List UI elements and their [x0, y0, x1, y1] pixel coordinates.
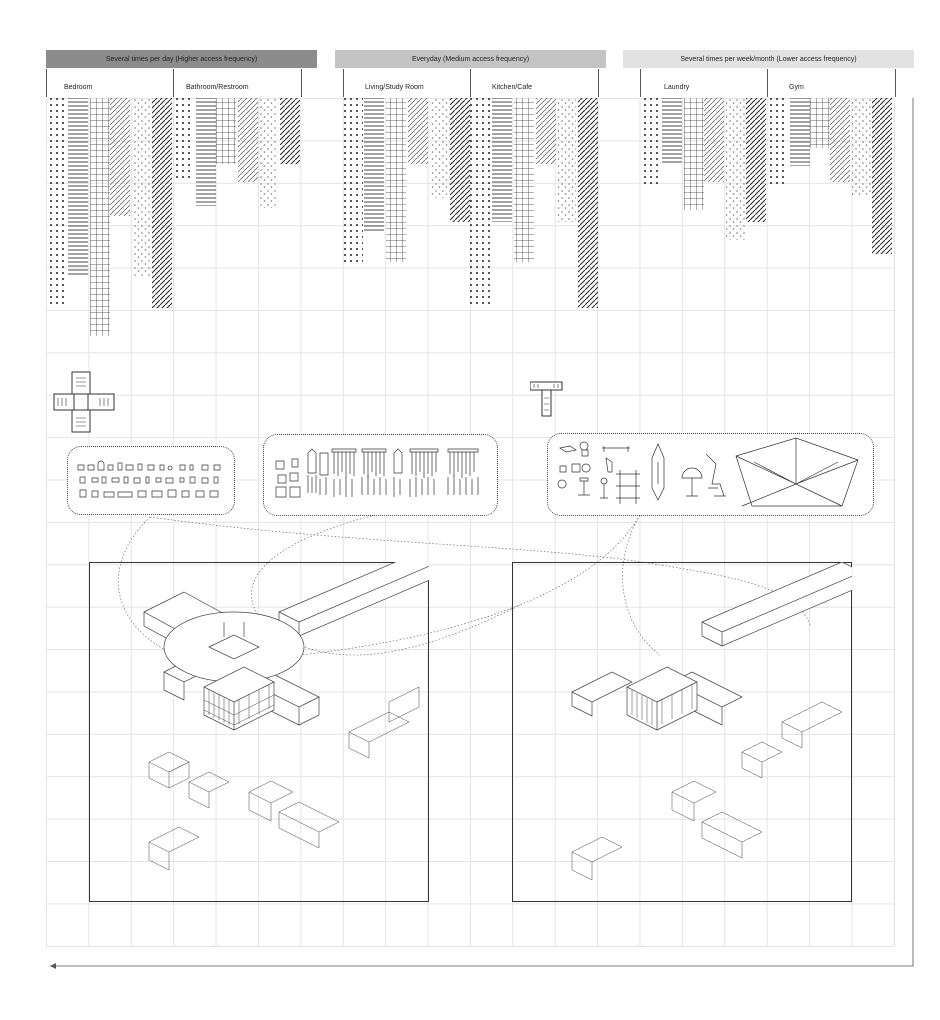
storage-bar	[196, 98, 216, 206]
plan-cross-icon	[53, 371, 115, 433]
storage-bar	[216, 98, 236, 164]
freq-header-high: Several times per day (Higher access fre…	[46, 50, 317, 68]
storage-bar	[280, 98, 300, 164]
storage-bar	[536, 98, 556, 164]
freq-header-medium: Everyday (Medium access frequency)	[335, 50, 606, 68]
room-label-living: Living/Study Room	[365, 84, 424, 91]
storage-bar	[132, 98, 152, 276]
storage-bar	[46, 98, 66, 308]
room-box-low	[640, 69, 896, 97]
storage-bar	[343, 98, 363, 262]
room-label-bathroom: Bathroom/Restroom	[186, 84, 249, 91]
storage-bar	[640, 98, 660, 184]
storage-bar	[364, 98, 384, 232]
room-label-gym: Gym	[789, 84, 804, 91]
storage-bar	[704, 98, 724, 182]
storage-bar	[258, 98, 278, 208]
kitchenware-icons	[77, 460, 221, 498]
storage-bar	[790, 98, 810, 166]
room-divider	[173, 69, 174, 97]
room-label-kitchen: Kitchen/Cafe	[492, 84, 533, 91]
storage-bar	[68, 98, 88, 276]
storage-bar	[90, 98, 110, 336]
storage-bar	[110, 98, 130, 216]
storage-bar	[450, 98, 470, 222]
storage-bar	[174, 98, 194, 180]
room-box-medium	[343, 69, 599, 97]
room-label-laundry: Laundry	[664, 84, 690, 91]
room-divider	[470, 69, 471, 97]
storage-bar	[684, 98, 704, 210]
plan-tee-icon	[530, 381, 563, 417]
storage-bar	[492, 98, 512, 222]
storage-bar	[662, 98, 682, 164]
equipment-tray	[547, 433, 874, 516]
gym-equipment-icons	[557, 437, 859, 507]
axonometric-low-frequency	[512, 562, 852, 902]
axonometric-high-frequency	[89, 562, 429, 902]
storage-bar	[578, 98, 598, 308]
storage-bar	[726, 98, 746, 240]
storage-bar	[238, 98, 258, 182]
storage-bars	[46, 98, 892, 336]
storage-bar	[810, 98, 830, 148]
storage-bar	[408, 98, 428, 164]
storage-bar	[768, 98, 788, 184]
storage-bar	[852, 98, 872, 196]
clothing-tray	[263, 434, 498, 516]
storage-bar	[872, 98, 892, 254]
room-label-bedroom: Bedroom	[64, 84, 93, 91]
storage-bar	[152, 98, 172, 308]
storage-bar	[514, 98, 534, 262]
storage-bar	[430, 98, 450, 198]
room-divider	[767, 69, 768, 97]
freq-header-low: Several times per week/month (Lower acce…	[623, 50, 914, 68]
storage-bar	[746, 98, 766, 222]
storage-bar	[386, 98, 406, 262]
storage-bar	[830, 98, 850, 182]
storage-bar	[470, 98, 490, 308]
room-box-high	[46, 69, 302, 97]
clothing-icons	[275, 448, 479, 498]
storage-bar	[556, 98, 576, 222]
